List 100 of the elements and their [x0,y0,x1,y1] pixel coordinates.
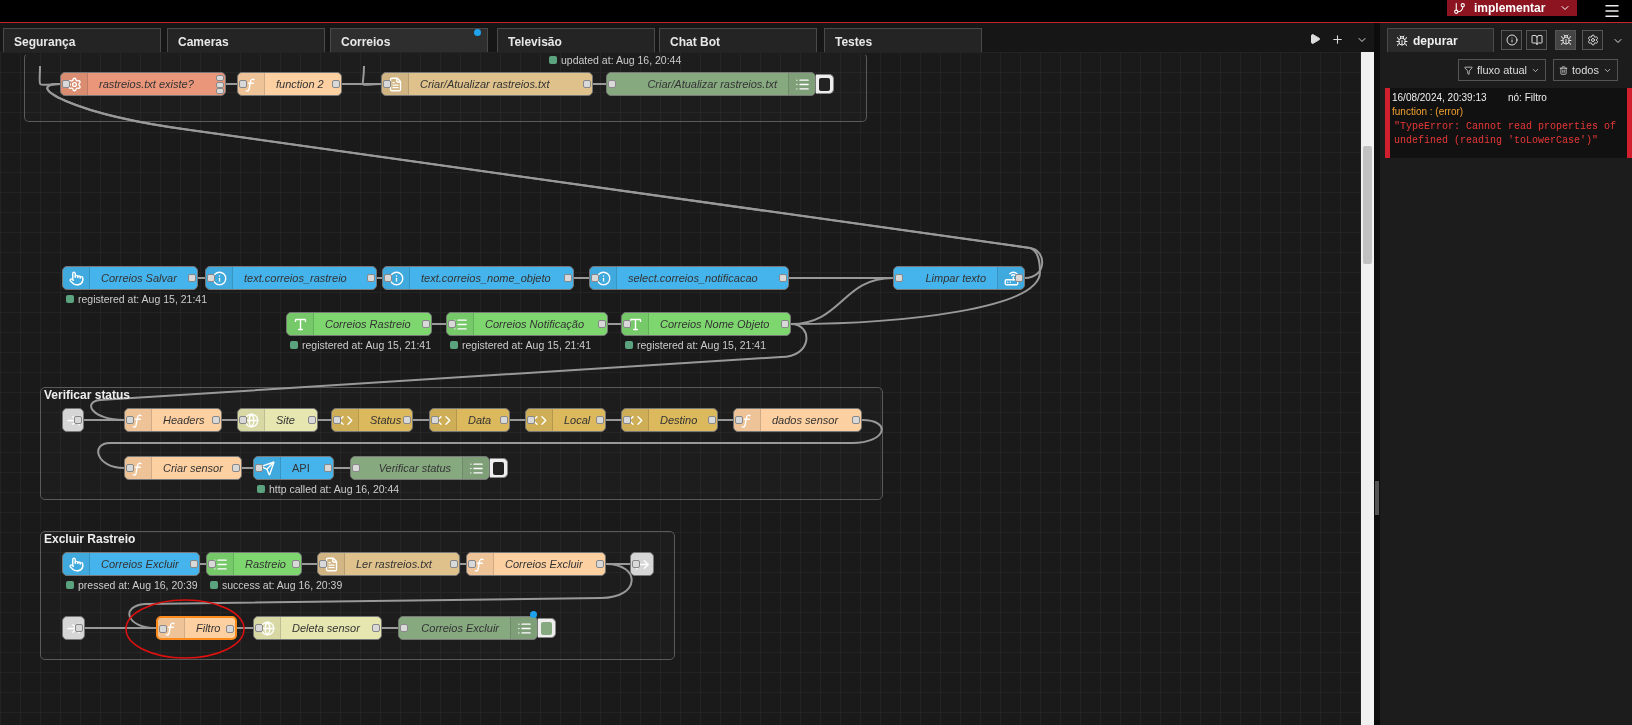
error-message: "TypeError: Cannot read properties of undefined (reading 'toLowerCase')" [1394,120,1618,147]
node-label: text.correios_rastreio [244,272,347,284]
wire [84,627,157,629]
flow-tab: Chat Bot [659,28,817,52]
flow-node [589,266,789,290]
node-label: Data [468,414,492,426]
flow-node [205,266,377,290]
flow-node [60,72,226,96]
wire [90,323,808,421]
group-frame [40,531,675,660]
wire [607,323,622,325]
node-label: Correios Notificação [485,318,585,330]
flow-node [124,456,242,480]
flow-node [382,266,574,290]
wire [38,65,61,86]
flow-tab: Cameras [167,28,325,52]
status-text: pressed at: Aug 16, 20:39 [78,579,198,591]
status-text: registered at: Aug 15, 21:41 [462,339,591,351]
wire [605,419,622,421]
flow-node [317,552,460,576]
flow-node [429,408,510,432]
wire [83,419,125,421]
node-label: Site [276,414,295,426]
wire [301,563,318,565]
wire [333,467,351,469]
node-label: Correios Excluir [421,622,499,634]
status-text: http called at: Aug 16, 20:44 [269,483,400,495]
node-label: function 2 [276,78,324,90]
group-frame [40,387,883,500]
node-label: text.correios_nome_objeto [421,272,551,284]
flow-node [446,312,608,336]
message-meta: nó: Filtro [1508,91,1547,105]
flow-node [156,616,237,640]
status-text: updated at: Aug 16, 20:44 [561,54,682,66]
flow-node [237,72,342,96]
wire [573,277,590,279]
filter-button: todos [1553,59,1618,81]
status-text: registered at: Aug 15, 21:41 [302,339,431,351]
flow-node [62,552,200,576]
wire [128,563,633,629]
wire [221,419,238,421]
wire [197,277,206,279]
wire [412,419,430,421]
node-label: Limpar texto [925,272,986,284]
message-meta: function : (error) [1392,105,1464,119]
node-label: Correios Salvar [101,272,177,284]
filter-button: fluxo atual [1458,59,1546,81]
wire [97,419,883,469]
flow-node [253,616,382,640]
node-label: select.correios_notificacao [628,272,758,284]
flow-node [893,266,1025,290]
flow-tab: Correios [330,28,488,52]
flow-node [525,408,606,432]
node-label: Local [564,414,591,426]
flow-node [381,72,593,96]
wire [381,627,399,629]
node-label: Deleta sensor [292,622,360,634]
flow-node [286,312,432,336]
node-label: dados sensor [772,414,839,426]
wire [592,83,607,85]
node-label: Ler rastreios.txt [356,558,432,570]
wire [46,83,1041,325]
node-label: Status [370,414,402,426]
flow-node [733,408,862,432]
node-label: Correios Nome Objeto [660,318,770,330]
flow-node [206,552,302,576]
deploy-button: implementar [1447,0,1577,16]
node-label: Rastreio [245,558,286,570]
node-label: Headers [163,414,205,426]
flow-node [331,408,413,432]
flow-node [124,408,222,432]
wire [225,83,238,85]
flow-node [237,408,318,432]
node-label: Filtro [196,622,221,634]
node-label: API [292,462,310,474]
status-text: success at: Aug 16, 20:39 [222,579,343,591]
flow-tab: Testes [824,28,982,52]
flow-node [350,456,490,480]
node-label: Criar/Atualizar rastreios.txt [420,78,550,90]
status-text: registered at: Aug 15, 21:41 [637,339,766,351]
flow-node [253,456,334,480]
wire [431,323,447,325]
node-label: Correios Excluir [101,558,179,570]
node-label: Correios Excluir [505,558,583,570]
wire [717,419,734,421]
flow-node [466,552,606,576]
node-label: Verificar status [378,462,451,474]
wire [241,467,254,469]
node-label: Criar/Atualizar rastreios.txt [647,78,777,90]
node-label: Correios Rastreio [325,318,411,330]
wire [361,65,382,86]
flow-node [621,408,718,432]
flow-node [398,616,538,640]
status-text: registered at: Aug 15, 21:41 [78,293,207,305]
flow-node [606,72,816,96]
node-label: Destino [660,414,698,426]
message-meta: 16/08/2024, 20:39:13 [1392,91,1487,105]
group-frame [24,53,867,122]
wire [509,419,526,421]
node-label: Criar sensor [163,462,223,474]
